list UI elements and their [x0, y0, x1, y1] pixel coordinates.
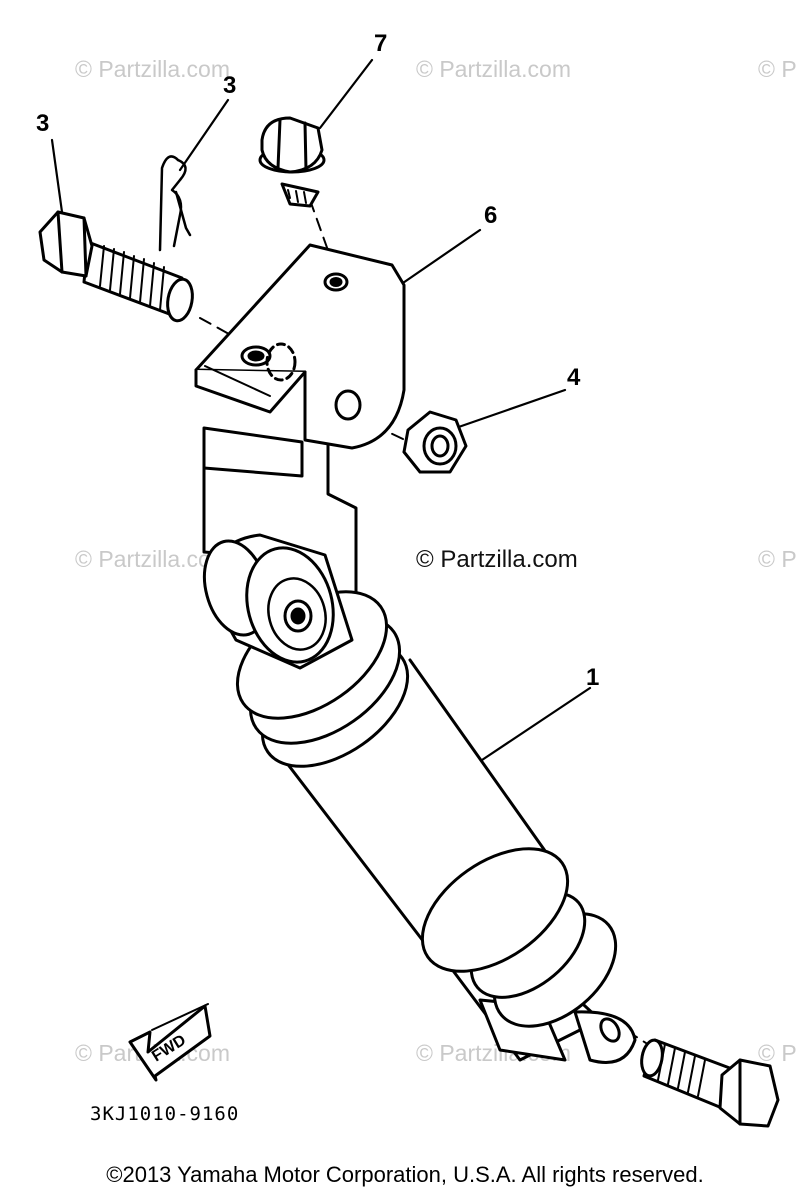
callout-1: 1 — [586, 664, 600, 691]
watermark: © Partzilla.com — [416, 56, 571, 82]
callout-3: 3 — [36, 110, 50, 137]
bolt-part-3 — [38, 210, 194, 323]
bracket-part-6 — [194, 243, 406, 614]
flange-nut-part-4 — [402, 410, 468, 474]
watermark: © Partzilla.com — [75, 56, 230, 82]
rear-shock-absorber-part-1 — [202, 533, 637, 1064]
callout-7: 7 — [374, 30, 388, 57]
callout-6: 6 — [484, 202, 498, 229]
watermark: © P — [758, 56, 797, 82]
leader-lines — [50, 58, 592, 762]
flange-bolt-part-7 — [258, 116, 326, 208]
callout-4: 4 — [567, 364, 581, 391]
cotter-pin-part-3 — [158, 155, 192, 252]
diagram-part-code: 3KJ1010-9160 — [90, 1103, 240, 1125]
center-watermark: © Partzilla.com — [416, 546, 578, 573]
copyright-notice: ©2013 Yamaha Motor Corporation, U.S.A. A… — [106, 1162, 704, 1187]
fwd-direction-arrow — [128, 1003, 212, 1082]
lower-bolt — [640, 1038, 780, 1128]
callout-3: 3 — [223, 72, 237, 99]
watermark: © P — [758, 546, 797, 572]
watermark: © P — [758, 1040, 797, 1066]
